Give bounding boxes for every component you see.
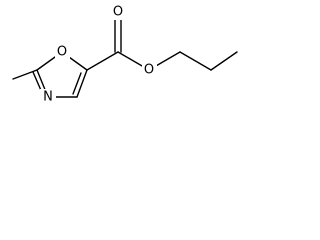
structure-canvas: O N O O — [0, 0, 248, 126]
bond-c5-carbonyl — [86, 51, 119, 71]
carbonyl-oxygen-label: O — [113, 5, 123, 20]
bond-ch3-end — [210, 51, 238, 71]
bond-c5-c4 — [76, 69, 88, 98]
ring-oxygen-label: O — [57, 45, 67, 60]
ring-nitrogen-label: N — [43, 90, 53, 105]
molecule-structure: O N O O — [12, 4, 238, 105]
ester-oxygen-label: O — [144, 63, 154, 78]
bond-ch2-ch3 — [179, 51, 212, 71]
bond-c5-c4-inner — [72, 72, 82, 95]
